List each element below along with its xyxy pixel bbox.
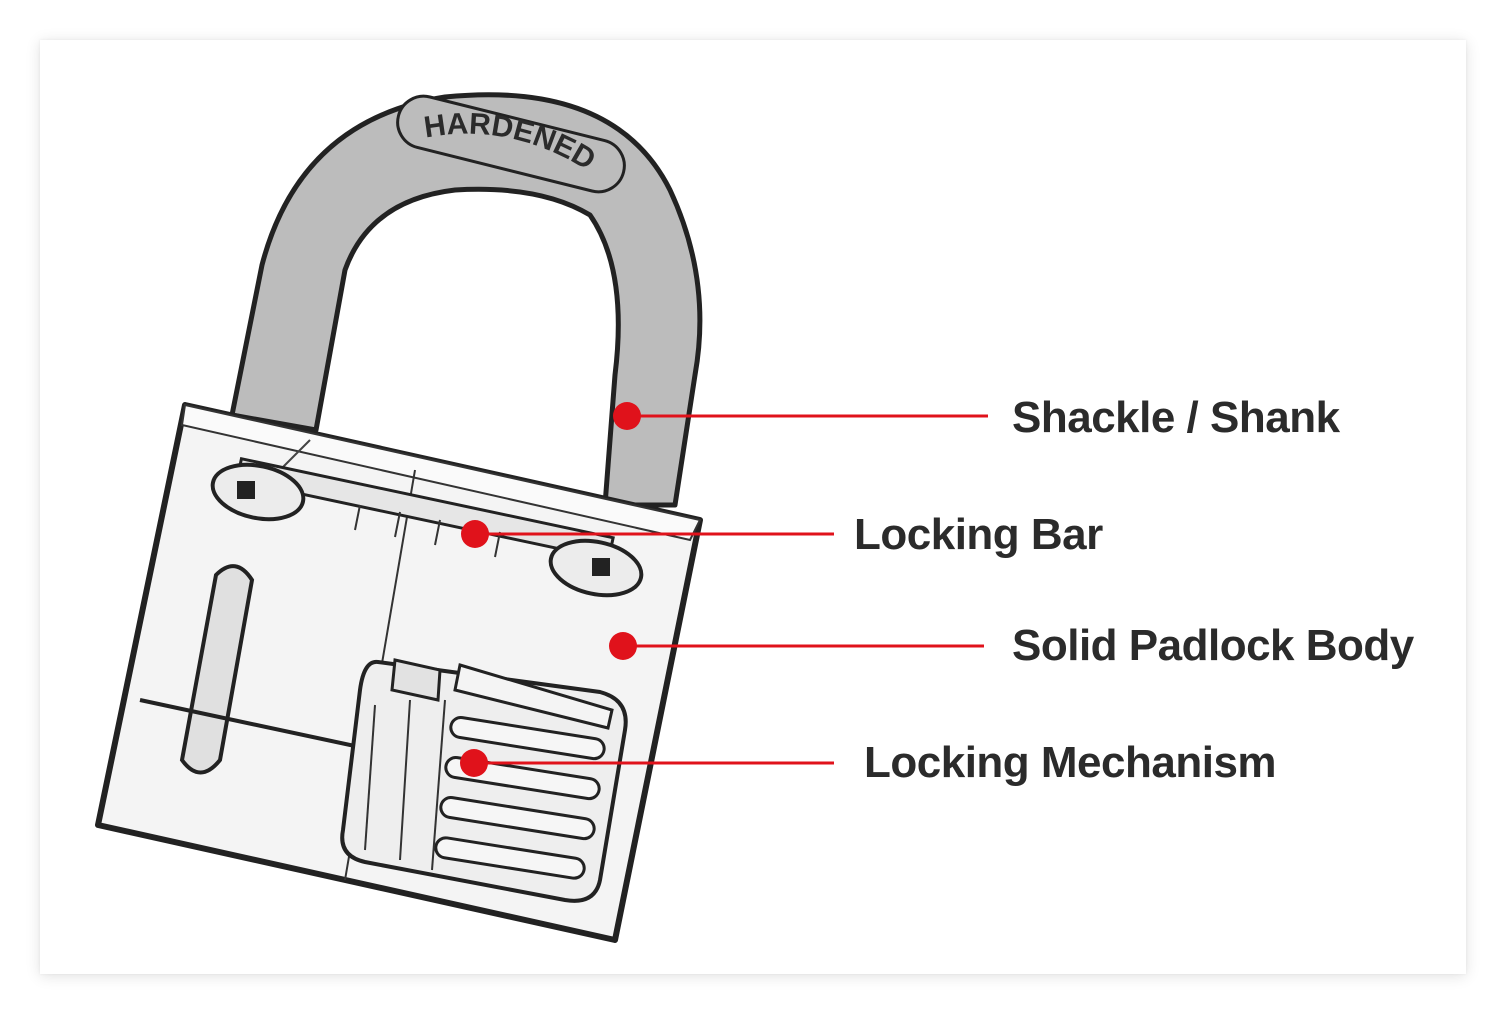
callout-shackle: Shackle / Shank	[613, 393, 1341, 442]
label-solid-padlock-body: Solid Padlock Body	[1012, 621, 1415, 670]
label-locking-bar: Locking Bar	[854, 510, 1103, 559]
label-locking-mechanism: Locking Mechanism	[864, 738, 1276, 787]
callout-body: Solid Padlock Body	[609, 621, 1415, 670]
label-shackle-shank: Shackle / Shank	[1012, 393, 1341, 442]
